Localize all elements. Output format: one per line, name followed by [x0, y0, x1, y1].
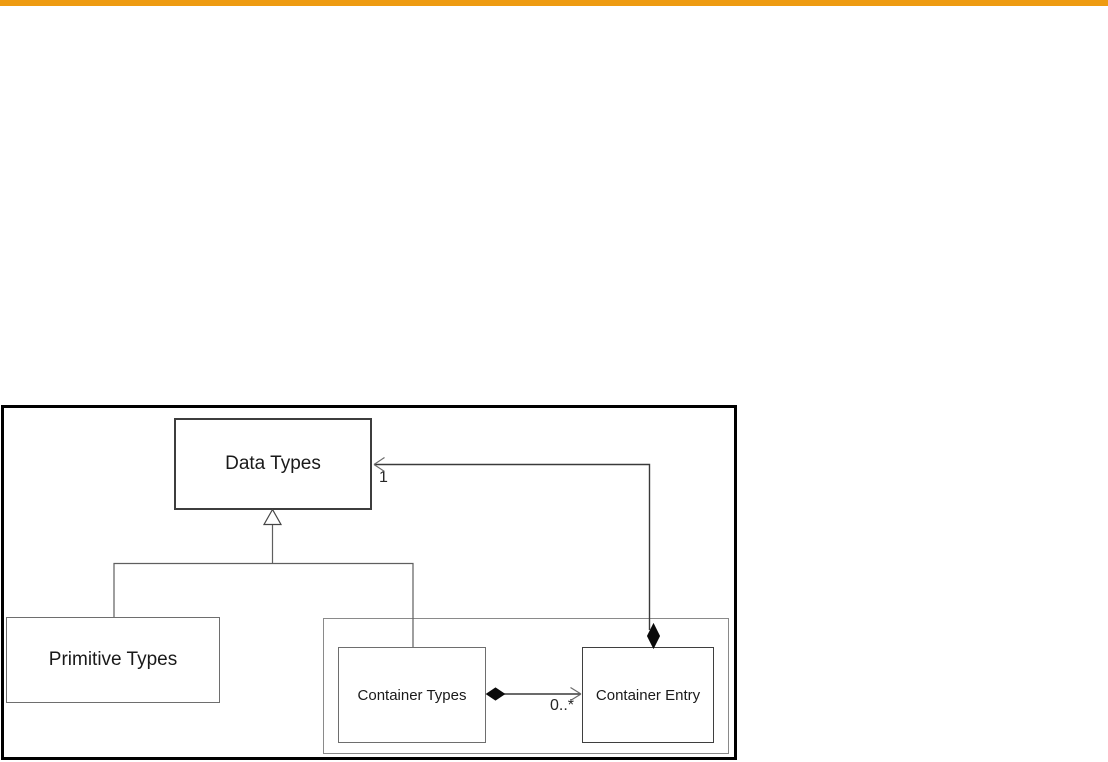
class-label-data-types: Data Types [225, 453, 321, 474]
class-box-primitive-types: Primitive Types [6, 617, 220, 703]
class-box-container-entry: Container Entry [582, 647, 714, 743]
class-label-container-entry: Container Entry [595, 686, 701, 704]
class-box-container-types: Container Types [338, 647, 486, 743]
multiplicity-label-one: 1 [379, 469, 388, 486]
multiplicity-label-zero-to-many: 0..* [550, 697, 575, 714]
class-label-container-types: Container Types [357, 686, 467, 704]
class-box-data-types: Data Types [174, 418, 372, 510]
class-label-primitive-types: Primitive Types [48, 649, 178, 670]
top-accent-bar [0, 0, 1108, 6]
